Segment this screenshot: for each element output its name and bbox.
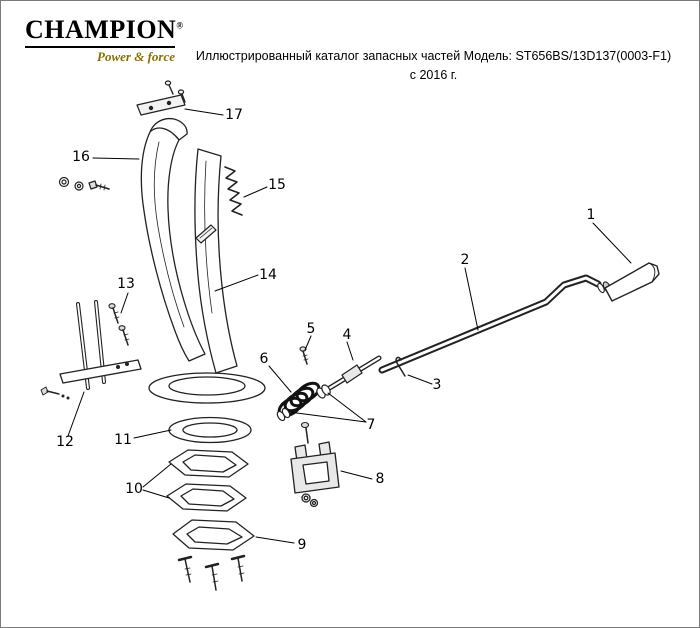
bottom-bolts [177, 554, 246, 591]
part-labels: 1 2 3 4 5 6 7 8 9 10 11 12 13 14 15 16 1… [56, 107, 595, 553]
catalog-title: Иллюстрированный каталог запасных частей… [176, 47, 691, 85]
part-label-4: 4 [343, 327, 352, 343]
part-label-7: 7 [367, 417, 376, 433]
registered-mark: ® [176, 20, 184, 31]
part-15-spring [224, 166, 243, 216]
part-label-8: 8 [376, 471, 385, 487]
part-8-bracket [290, 421, 340, 508]
title-line-1: Иллюстрированный каталог запасных частей… [195, 49, 672, 63]
part-label-5: 5 [307, 321, 316, 337]
part-4-shaft [320, 355, 382, 395]
part-label-13: 13 [117, 276, 135, 292]
part-11-ring-gasket [168, 416, 252, 444]
part-label-9: 9 [298, 537, 307, 553]
part-label-1: 1 [587, 207, 596, 223]
part-label-10: 10 [125, 481, 143, 497]
part-label-11: 11 [114, 432, 132, 448]
part-label-6: 6 [260, 351, 269, 367]
part-label-17: 17 [225, 107, 243, 123]
clip-plate [195, 224, 217, 244]
part-3-pin [395, 356, 406, 377]
brand-name: CHAMPION® [25, 15, 183, 48]
part-label-14: 14 [259, 267, 277, 283]
part-5-bolt [299, 346, 309, 365]
part-9-lower-ring [172, 519, 255, 551]
leader-lines [67, 108, 632, 544]
screw-icon [164, 80, 186, 103]
part-label-3: 3 [433, 377, 442, 393]
champion-logo: CHAMPION® Power & force [25, 15, 183, 65]
part-14-base-flange [148, 372, 266, 404]
part-2-crank-rod [378, 274, 602, 374]
part-label-15: 15 [268, 177, 286, 193]
part-1-handle-grip [597, 262, 660, 302]
part-label-12: 12 [56, 434, 74, 450]
title-line-2: с 2016 г. [409, 67, 458, 82]
part-17-top-bracket [136, 80, 186, 116]
part-16-chute-upper [140, 117, 206, 362]
brand-text: CHAMPION [25, 15, 177, 44]
brand-tagline: Power & force [97, 49, 175, 64]
washer-bolt-hardware [58, 176, 110, 191]
part-14-chute-lower [194, 148, 238, 374]
part-10-ring-segments [166, 449, 249, 512]
part-12-frame-bracket [40, 300, 142, 400]
part-13-bolts [108, 303, 130, 346]
part-label-2: 2 [461, 252, 470, 268]
part-label-16: 16 [72, 149, 90, 165]
